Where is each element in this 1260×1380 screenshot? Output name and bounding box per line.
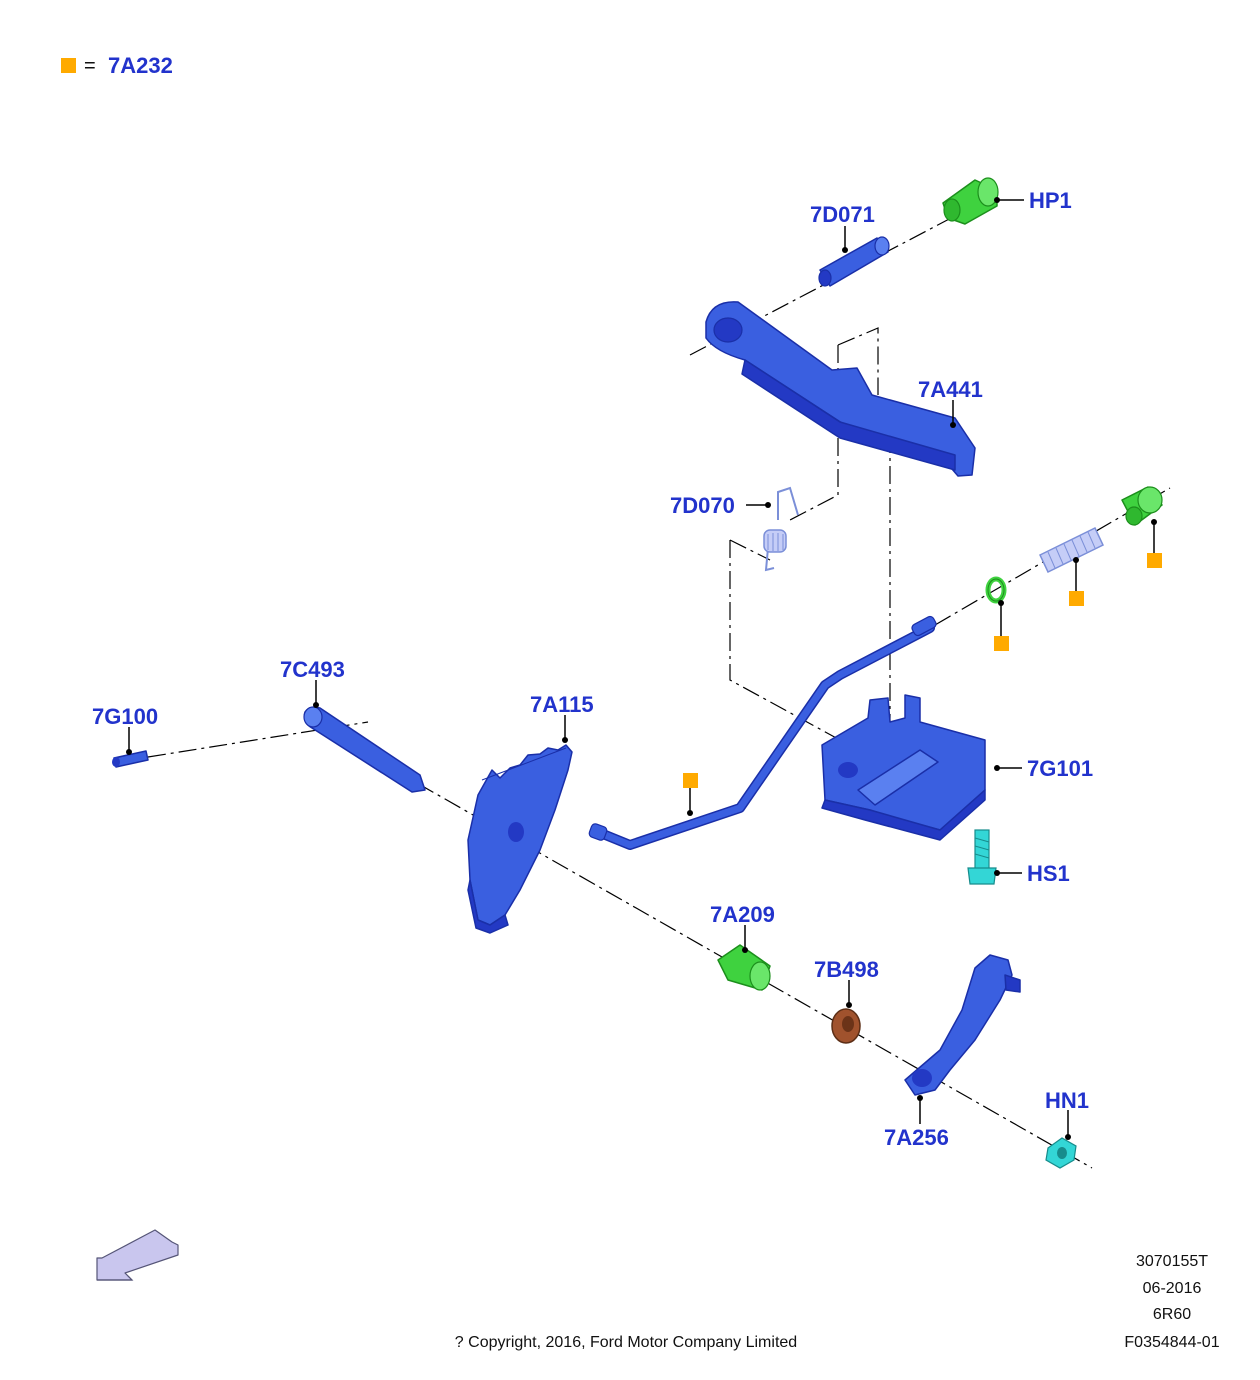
axis-spring-top [729,539,771,561]
part-7a441-lever [705,301,976,477]
part-clip-ring [985,576,1007,604]
callout-labels: HP1 7D071 7A441 7D070 7C493 7G100 7A115 … [92,188,1093,1150]
direction-arrow-icon [96,1229,179,1281]
orange-square-icon [61,58,76,73]
axis-connector-a [837,327,879,395]
part-hs1-bolt [967,829,997,885]
part-7a115-sector [467,744,573,934]
part-7a209-sleeve [717,944,771,991]
callout-7b498: 7B498 [814,957,879,982]
footer: ? Copyright, 2016, Ford Motor Company Li… [455,1253,1220,1351]
orange-square-icon [1147,553,1162,568]
leader-lines [126,197,1071,1140]
orange-square-icon [994,636,1009,651]
orange-square-icon [1069,591,1084,606]
part-compression-spring [1039,526,1104,574]
axis-main-shaft [309,721,1093,1169]
part-selector-rod [588,615,937,850]
transmission-model: 6R60 [1153,1306,1191,1323]
part-7b498-seal [831,1008,861,1044]
callout-7g101: 7G101 [1027,756,1093,781]
callout-hn1: HN1 [1045,1088,1089,1113]
drawing-code: 3070155T [1136,1253,1208,1270]
callout-7a441: 7A441 [918,377,983,402]
figure-id: F0354844-01 [1124,1334,1219,1351]
part-7a256-lever [904,954,1021,1096]
callout-7a209: 7A209 [710,902,775,927]
legend: = 7A232 [61,53,173,78]
part-7d071-pin [818,236,890,287]
part-7g101-bracket [821,694,986,841]
part-hn1-nut [1045,1137,1077,1169]
callout-7g100: 7G100 [92,704,158,729]
legend-part-label: 7A232 [108,53,173,78]
callout-7c493: 7C493 [280,657,345,682]
part-hp1-bushing [942,177,999,225]
callout-hp1: HP1 [1029,188,1072,213]
part-end-bushing [1121,486,1163,526]
drawing-date: 06-2016 [1143,1280,1202,1297]
axis-pin-7g100 [147,721,369,758]
callout-7a115: 7A115 [530,692,594,717]
callout-hs1: HS1 [1027,861,1070,886]
copyright-text: ? Copyright, 2016, Ford Motor Company Li… [455,1334,797,1351]
marker-group [683,519,1162,816]
axis-spring-link [729,540,841,741]
legend-equals: = [84,55,96,77]
callout-7d070: 7D070 [670,493,735,518]
part-7c493-shaft [303,706,426,793]
orange-square-icon [683,773,698,788]
part-7g100-pin [112,750,149,768]
axis-connector-b [789,345,839,521]
part-7d070-spring [763,486,799,572]
callout-7a256: 7A256 [884,1125,949,1150]
callout-7d071: 7D071 [810,202,875,227]
